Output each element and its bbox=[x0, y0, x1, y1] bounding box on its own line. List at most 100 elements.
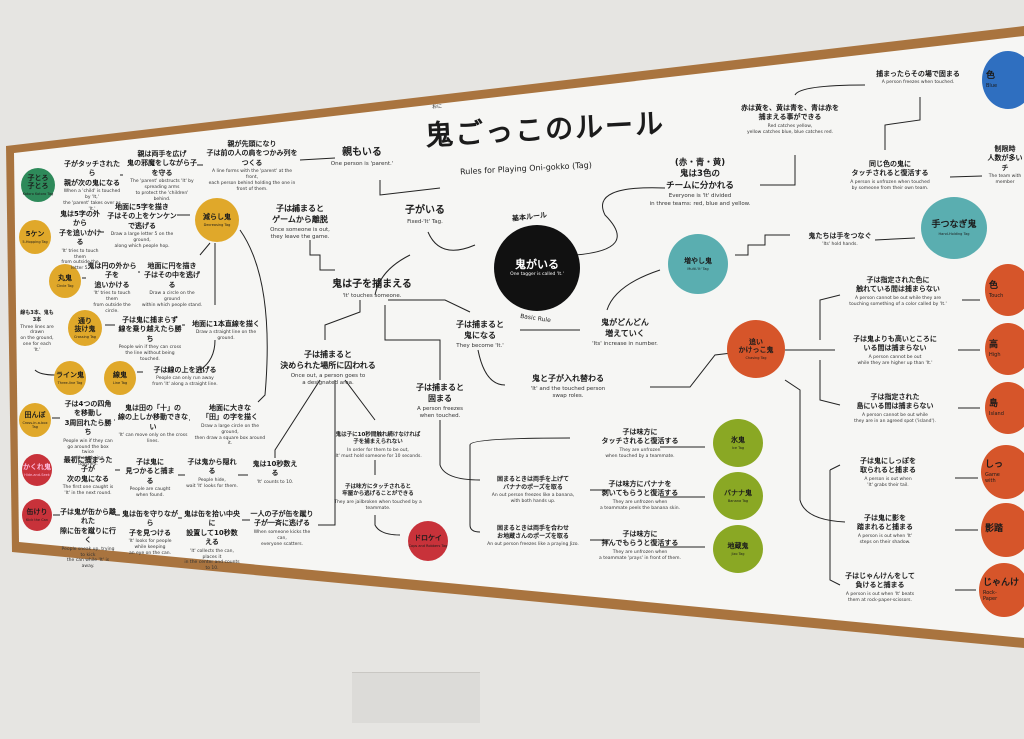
arrow bbox=[794, 84, 866, 96]
rule-text: 一人の子が缶を蹴り 子が一斉に逃げる bbox=[250, 510, 314, 528]
rule-text-en: Everyone is 'It' divided in three teams:… bbox=[649, 193, 751, 207]
rule-text: 鬼は10秒数える bbox=[252, 460, 298, 478]
rule-text: 制限時 人数が多いチ bbox=[987, 145, 1023, 172]
circle-title: 色 bbox=[986, 71, 996, 82]
rule-text: 子は味方に タッチされると復活する bbox=[601, 428, 679, 446]
rule-text: 鬼がどんどん 増えていく bbox=[601, 318, 649, 338]
rule-text: 鬼は子を捕まえる bbox=[332, 279, 412, 290]
arrow bbox=[309, 240, 335, 271]
circle-title: 色 bbox=[989, 281, 999, 292]
arrow bbox=[239, 229, 268, 403]
rule-text: 子は味方にタッチされると 牢屋から逃げることができる bbox=[342, 484, 414, 498]
circle-subtitle: One tagger is called 'It.' bbox=[510, 272, 564, 278]
arrow bbox=[427, 231, 476, 251]
rule-text-en: 'It' and the touched person swap roles. bbox=[530, 385, 606, 399]
rule-text: 地面に円を描き 子はその中を逃げる bbox=[144, 262, 200, 289]
rule-text: 鬼は5字の外から 子を追いかける bbox=[59, 210, 101, 247]
arrow bbox=[955, 299, 980, 591]
rule-text-en: People can only run away from 'It' along… bbox=[152, 376, 218, 388]
arrow bbox=[874, 237, 916, 241]
arrow bbox=[469, 480, 481, 533]
rule-text: 赤は黄を、黄は青を、青は赤を 捕まえる事ができる bbox=[741, 104, 839, 122]
rule-text: 地面に大きな 「田」の字を描く bbox=[202, 404, 258, 422]
circle-title: 田んぼ bbox=[24, 411, 46, 420]
rule-text-en: Draw a large letter 5 on the ground, alo… bbox=[110, 232, 174, 249]
rule-text: 子は線の上を逃げる bbox=[153, 366, 217, 374]
circle-title: 通り 抜け鬼 bbox=[74, 317, 96, 334]
circle-title: 増やし鬼 bbox=[684, 257, 712, 266]
rule-text: 鬼は円の外から子を 追いかける bbox=[87, 262, 137, 289]
rule-text: 鬼は缶を拾い中央に 設置して10秒数える bbox=[184, 510, 240, 547]
rule-node: 鬼は缶を拾い中央に 設置して10秒数える'It' collects the ca… bbox=[184, 510, 240, 572]
circle-title: 減らし鬼 bbox=[203, 213, 231, 222]
arrow bbox=[324, 300, 361, 340]
rule-node: 鬼と子が入れ替わる'It' and the touched person swa… bbox=[531, 374, 605, 400]
arrow bbox=[949, 175, 983, 178]
rule-text: 親は両手を広げ 鬼の邪魔をしながら子を守る bbox=[127, 150, 197, 177]
circle-title: 島 bbox=[989, 399, 999, 410]
rule-text: 地面に1本直線を描く bbox=[192, 320, 260, 328]
rule-node: 鬼は5字の外から 子を追いかける'It' tries to touch them… bbox=[57, 210, 103, 272]
circle-title: ライン鬼 bbox=[56, 371, 84, 380]
rule-text-en: A person is out when 'It' steps on their… bbox=[857, 533, 913, 545]
rule-text-en: A person cannot be out while they are hi… bbox=[857, 354, 933, 366]
circle-subtitle: Hide-and-Seek bbox=[24, 472, 50, 477]
rule-text-en: Fixed-'It' Tag. bbox=[407, 218, 443, 225]
rule-text-en: They are jailbroken when touched by a te… bbox=[334, 499, 422, 511]
circle-subtitle: Cops and Robbers Tag bbox=[408, 543, 448, 548]
rule-text-en: Red catches yellow, yellow catches blue,… bbox=[746, 123, 834, 135]
rule-text-en: An out person freezes like a banana, wit… bbox=[491, 493, 575, 505]
circle-title: 子とろ 子とろ bbox=[27, 174, 49, 191]
circle-subtitle: Kick the Can bbox=[26, 517, 48, 522]
rule-text: 鬼は田の「十」の 線の上しか移動できない bbox=[118, 404, 188, 431]
rule-text: 鬼は缶を守りながら 子を見つける bbox=[122, 510, 178, 537]
rule-text: 固まるときは両手を合わせ お地蔵さんのポーズを取る bbox=[496, 525, 569, 541]
rule-text-en: One person is 'parent.' bbox=[330, 160, 394, 167]
arrow bbox=[274, 379, 376, 526]
arrow bbox=[590, 489, 610, 541]
arrow bbox=[469, 437, 571, 480]
circle-subtitle: Chasing Tag bbox=[745, 355, 767, 360]
rule-text: 地面に5字を描き 子はその上をケンケンで逃げる bbox=[107, 203, 177, 230]
rule-text: 子は鬼に影を 踏まれると捕まる bbox=[857, 514, 913, 532]
circle-subtitle: Three-line Tag bbox=[57, 380, 83, 385]
arrow bbox=[374, 254, 411, 296]
rule-text-en: People win if they can go around the box… bbox=[63, 438, 113, 468]
rule-text: 子は指定された色に 触れている間は捕まらない bbox=[856, 276, 940, 294]
arrow bbox=[34, 324, 216, 376]
arrow bbox=[82, 214, 216, 305]
rule-node: 鬼は10秒数える'It' counts to 10. bbox=[250, 460, 300, 486]
rule-text-en: They are unfrozen when touched by a team… bbox=[605, 447, 675, 459]
rule-text: 親もいる bbox=[342, 147, 382, 158]
rule-text-en: A person is unfrozen when touched by som… bbox=[850, 179, 930, 191]
circle-subtitle: Blue bbox=[986, 82, 998, 89]
circle-subtitle: Jizo Tag bbox=[731, 551, 745, 556]
circle-subtitle: Crossing Tag bbox=[73, 334, 97, 339]
rule-text-en: An out person freezes like a praying Jiz… bbox=[487, 542, 579, 548]
rule-text-en: They are unfrozen when a teammate peels … bbox=[600, 499, 680, 511]
circle-title: 氷鬼 bbox=[731, 436, 745, 445]
